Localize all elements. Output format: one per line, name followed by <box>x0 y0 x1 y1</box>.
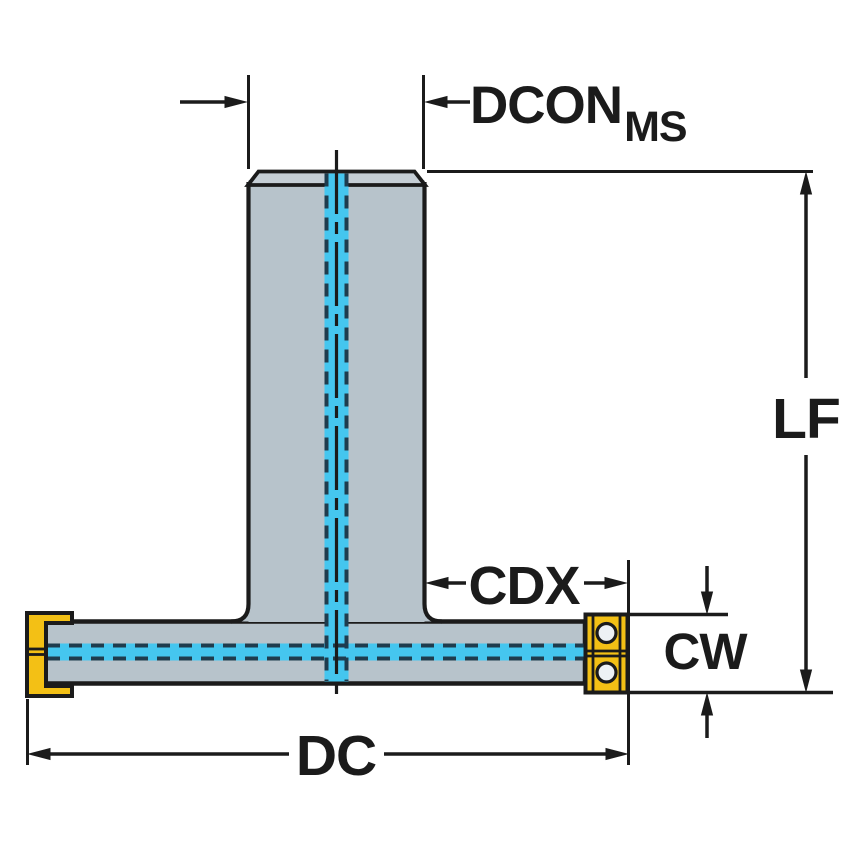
dcon-label-subscript: MS <box>624 103 687 151</box>
dimension-lf: LF <box>427 170 841 693</box>
cdx-arrowhead-right <box>604 576 628 590</box>
lf-label: LF <box>772 387 840 451</box>
dcon-arrowhead-right <box>424 95 448 109</box>
dc-label: DC <box>296 724 376 788</box>
insert-left <box>25 611 74 698</box>
cdx-label: CDX <box>468 556 580 616</box>
shaft-edge-left <box>230 182 251 624</box>
cdx-arrowhead-left <box>425 576 449 590</box>
dc-arrowhead-right <box>605 747 629 761</box>
insert-right <box>583 612 630 695</box>
dcon-label-text: DCON <box>470 76 622 135</box>
dcon-label: DCONMS <box>470 76 687 151</box>
insert-screw-hole-bottom <box>595 661 618 684</box>
cw-arrowhead-down <box>700 591 714 615</box>
dc-arrowhead-left <box>27 747 51 761</box>
dimension-dcon-ms: DCONMS <box>180 75 688 169</box>
lf-arrowhead-down <box>799 669 813 693</box>
shaft-edge-right <box>422 182 443 624</box>
cw-arrowhead-up <box>700 692 714 716</box>
dimension-cdx: CDX <box>425 556 630 765</box>
insert-left-body <box>25 611 74 698</box>
dcon-arrowhead-left <box>224 95 248 109</box>
lf-arrowhead-up <box>799 171 813 195</box>
cw-label: CW <box>664 623 749 680</box>
insert-screw-hole-top <box>595 621 618 645</box>
coolant-horizontal <box>47 643 584 661</box>
dimension-cw: CW <box>630 566 833 738</box>
dimension-dc: DC <box>26 699 629 788</box>
